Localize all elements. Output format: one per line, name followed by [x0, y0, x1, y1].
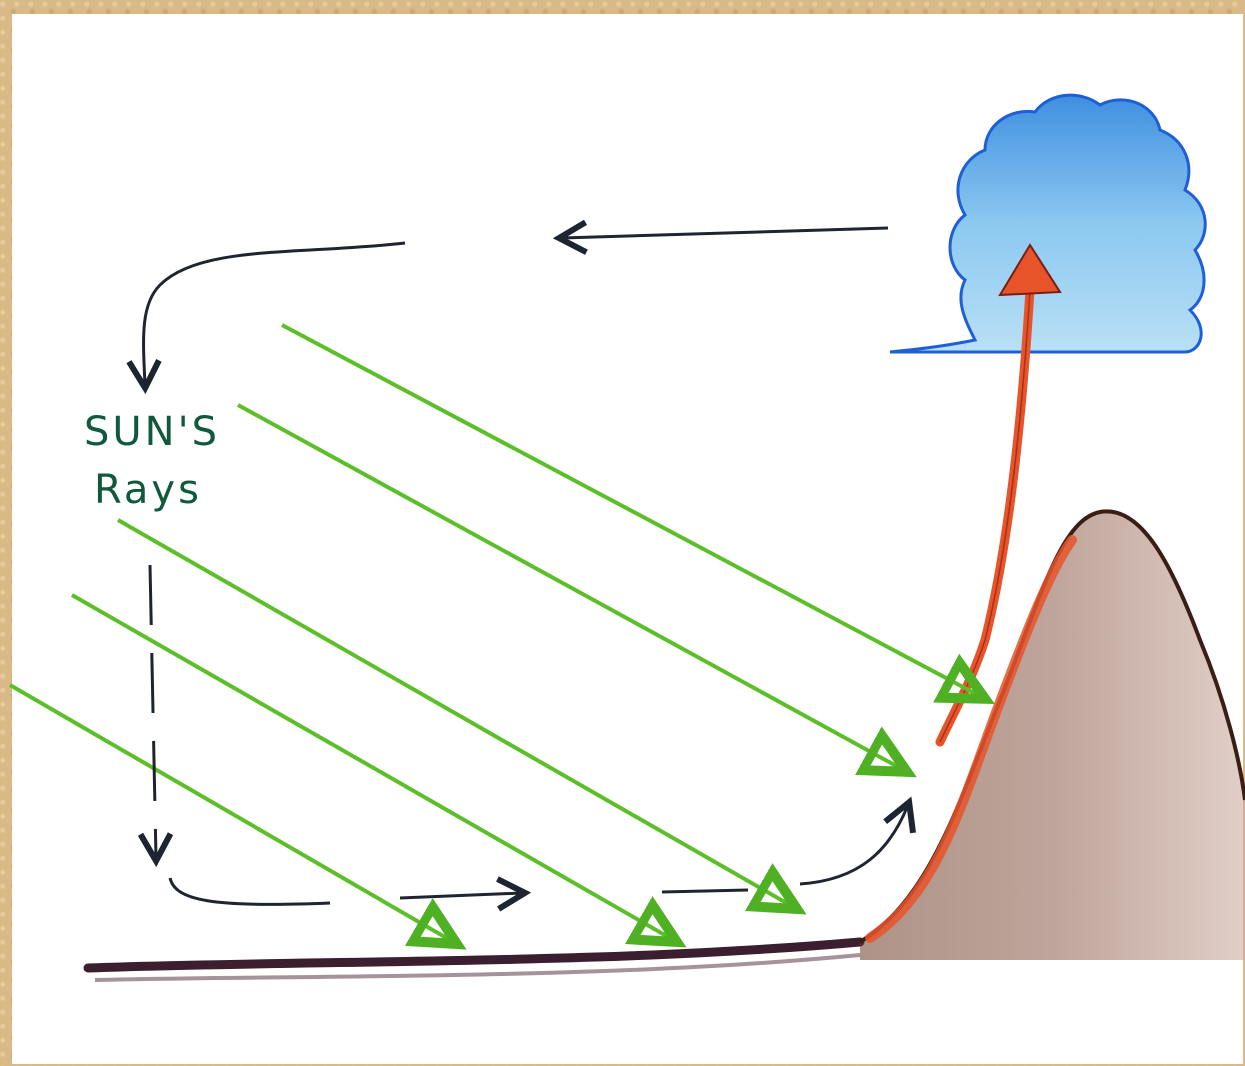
- mountain-icon: [860, 511, 1245, 960]
- arrow-icon: [800, 805, 908, 884]
- sun-ray: [118, 520, 790, 905]
- sun-ray: [72, 595, 670, 938]
- arrow-icon: [562, 228, 888, 238]
- sun-rays-label-line1: SUN'S: [84, 412, 220, 452]
- arrow-icon: [150, 565, 156, 858]
- sun-rays-label-line2: Rays: [94, 470, 202, 510]
- circulation-arrows: [144, 228, 908, 904]
- arrow-icon: [144, 243, 405, 385]
- cloud-icon: [890, 95, 1205, 352]
- sun-ray: [282, 325, 978, 695]
- arrow-icon: [400, 893, 522, 898]
- sun-ray: [238, 405, 900, 768]
